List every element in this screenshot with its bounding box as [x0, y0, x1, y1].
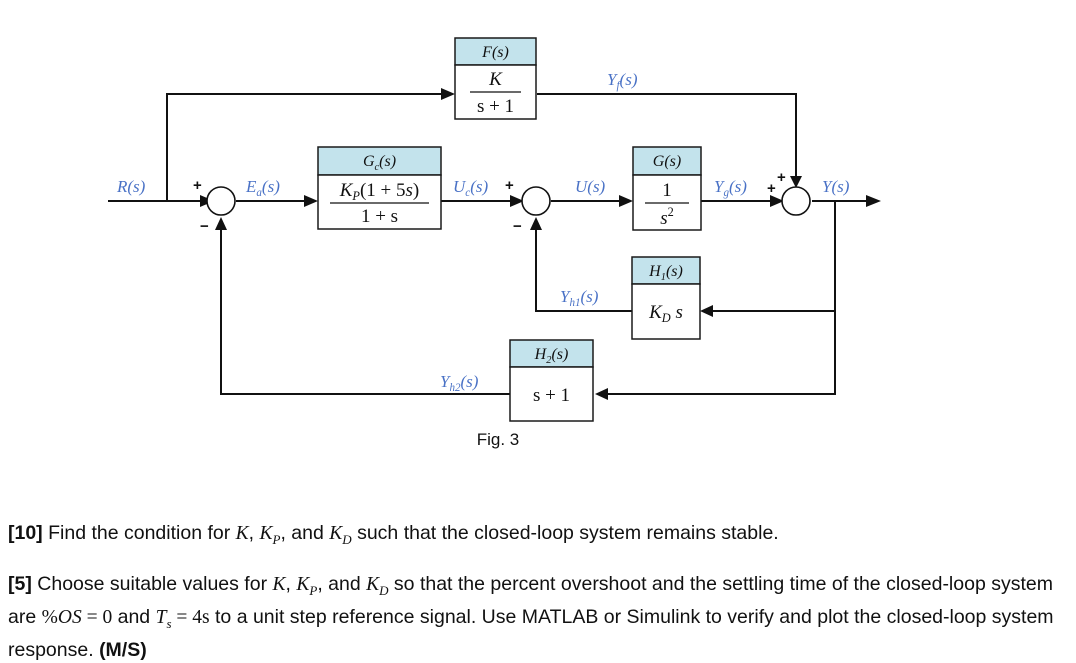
- sum1-plus-sign: +: [193, 177, 202, 194]
- block-gc-numerator: KP(1 + 5s): [339, 180, 420, 203]
- block-f: F(s) K s + 1: [454, 37, 537, 120]
- ts-value: 4s: [192, 606, 210, 628]
- block-diagram: + − + − + + F(s) K s + 1 Gc(s) KP(1 + 5s…: [108, 37, 881, 449]
- block-g: G(s) 1 s2: [632, 146, 702, 231]
- block-h2-title: H2(s): [534, 346, 569, 366]
- block-h1: H1(s) KD s: [631, 256, 701, 340]
- signal-label-yh1: Yh1(s): [560, 287, 599, 309]
- sum2-minus-sign: −: [513, 218, 522, 235]
- question-1-text-b: , and: [280, 522, 330, 544]
- wire-yh1: [535, 226, 632, 312]
- arrow-into-gc: [304, 195, 318, 207]
- question-1-points: [10]: [8, 522, 43, 544]
- block-g-denominator: s2: [660, 205, 674, 229]
- block-h2: H2(s) s + 1: [509, 339, 594, 422]
- arrow-into-sum2: [510, 195, 524, 207]
- summing-junction-1: [206, 186, 236, 216]
- question-2-text-a: Choose suitable values for: [31, 573, 273, 595]
- wires: [108, 93, 873, 395]
- arrow-into-f: [441, 88, 455, 100]
- summing-junction-3: [781, 186, 811, 216]
- sum1-minus-sign: −: [200, 218, 209, 235]
- signal-label-u: U(s): [575, 177, 606, 196]
- var-kd: KD: [366, 574, 389, 598]
- question-1-text-c: such that the closed-loop system remains…: [351, 522, 779, 544]
- signal-label-yg: Yg(s): [714, 177, 747, 199]
- arrow-into-sum3: [770, 195, 784, 207]
- question-2-points: [5]: [8, 573, 32, 595]
- arrow-into-sum2-bottom: [530, 217, 542, 230]
- figure-caption: Fig. 3: [477, 430, 520, 449]
- question-1: [10] Find the condition for K, KP, and K…: [8, 522, 779, 547]
- block-gc: Gc(s) KP(1 + 5s) 1 + s: [317, 146, 442, 230]
- signal-label-r: R(s): [116, 177, 146, 196]
- block-h2-expression: s + 1: [533, 385, 570, 406]
- sum3-plus-sign-top: +: [777, 169, 786, 186]
- arrow-into-h1: [700, 305, 713, 317]
- var-kp: KP: [296, 574, 318, 598]
- wire-yh2: [220, 226, 510, 395]
- arrow-into-g: [619, 195, 633, 207]
- wire-yf: [537, 93, 797, 180]
- question-1-text-a: Find the condition for: [42, 522, 236, 544]
- wire-feedforward: [166, 93, 446, 201]
- question-2-text-b: , and: [317, 573, 367, 595]
- question-2-tag: (M/S): [99, 638, 147, 661]
- wire-y-branch: [603, 201, 836, 395]
- block-f-title: F(s): [481, 44, 509, 61]
- os-value: 0: [102, 606, 113, 628]
- signal-label-yh2: Yh2(s): [440, 372, 479, 394]
- signal-label-ea: Ea(s): [245, 177, 280, 199]
- block-gc-denominator: 1 + s: [361, 206, 398, 227]
- question-2: [5] Choose suitable values for K, KP, an…: [8, 573, 1054, 661]
- arrow-into-h2: [595, 388, 608, 400]
- block-gc-title: Gc(s): [363, 153, 396, 173]
- signal-label-uc: Uc(s): [453, 177, 488, 199]
- block-g-numerator: 1: [662, 180, 672, 201]
- sum2-plus-sign: +: [505, 177, 514, 194]
- block-f-numerator: K: [488, 69, 503, 90]
- question-2-text-c: so that the percent overshoot and the se…: [8, 573, 1053, 628]
- block-g-title: G(s): [653, 153, 681, 170]
- arrow-output: [866, 195, 881, 207]
- arrow-into-sum1-bottom: [215, 217, 227, 230]
- signal-label-y: Y(s): [822, 177, 850, 196]
- signal-label-yf: Yf(s): [607, 70, 638, 92]
- summing-junction-2: [521, 186, 551, 216]
- block-f-denominator: s + 1: [477, 96, 514, 117]
- sum3-plus-sign-left: +: [767, 180, 776, 197]
- arrow-into-sum3-top: [790, 176, 802, 188]
- var-k: K: [272, 574, 286, 595]
- question-2-text-d: to a unit step reference signal. Use MAT…: [8, 605, 1054, 661]
- block-h1-expression: KD s: [648, 302, 683, 325]
- settling-time: Ts = 4s: [155, 606, 210, 631]
- var-k: K: [235, 523, 249, 544]
- var-kd: KD: [329, 523, 352, 547]
- var-kp: KP: [259, 523, 281, 547]
- percent-overshoot: %OS = 0: [41, 606, 113, 628]
- block-h1-title: H1(s): [648, 263, 683, 283]
